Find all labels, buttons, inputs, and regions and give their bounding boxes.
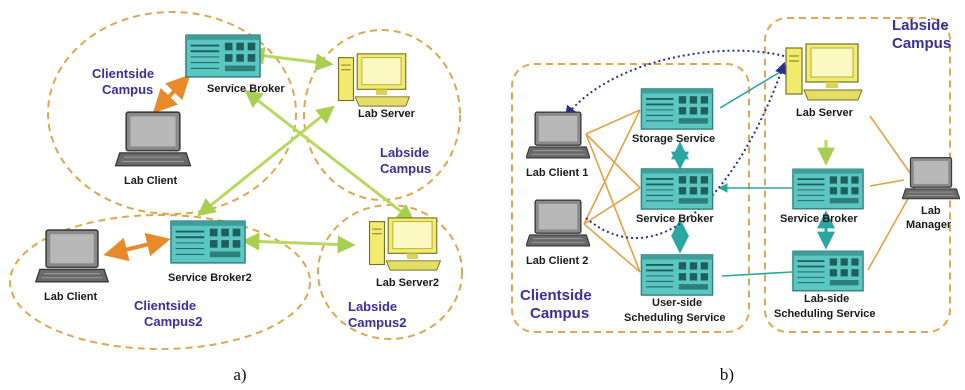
- campus-label-labside2-a-line1: Labside: [348, 299, 397, 314]
- label-lab-server-b: Lab Server: [796, 107, 854, 119]
- lab-server-pc-icon: [337, 53, 411, 107]
- lab-client-2-b-laptop-icon: [526, 199, 590, 247]
- label-lab-client-1: Lab Client 1: [526, 167, 588, 179]
- link-storage-labserver: [719, 65, 792, 109]
- label-lab-manager-line1: Lab: [921, 205, 941, 217]
- link-labserver-broker2: [197, 105, 335, 217]
- link-userscheduling-labscheduling: [721, 271, 793, 277]
- lab-manager-laptop-icon: [902, 157, 960, 200]
- lab-client-2-laptop-icon: [34, 229, 110, 283]
- campus-label-labside-b-line2: Campus: [892, 35, 951, 52]
- label-lab-client-2: Lab Client: [44, 291, 98, 303]
- user-scheduling-server-icon: [640, 254, 714, 296]
- label-lab-scheduling-line1: Lab-side: [804, 293, 849, 305]
- campus-label-labside-b-line1: Labside: [892, 17, 949, 34]
- storage-service-server-icon: [640, 88, 714, 130]
- lab-scheduling-server-icon: [792, 250, 864, 292]
- label-user-scheduling-line2: Scheduling Service: [624, 312, 725, 324]
- label-lab-server2: Lab Server2: [376, 277, 439, 289]
- campus-label-clientside-b-line1: Clientside: [520, 287, 592, 304]
- lab-broker-server-icon: [792, 168, 864, 210]
- link-client2-broker2: [103, 232, 171, 262]
- label-lab-scheduling-line2: Scheduling Service: [774, 308, 875, 320]
- link-client-broker: [152, 74, 191, 114]
- diagram-a: Service Broker Lab Client Lab Server Lab…: [9, 11, 463, 384]
- label-service-broker2: Service Broker2: [168, 272, 252, 284]
- label-lab-client: Lab Client: [124, 175, 178, 187]
- campus-clientside-b: [511, 63, 750, 333]
- diagram-b: Lab Client 1 Lab Client 2 Storage Servic…: [511, 17, 960, 384]
- service-broker-server-icon: [185, 34, 261, 78]
- label-lab-client-2-b: Lab Client 2: [526, 255, 588, 267]
- label-lab-server: Lab Server: [358, 108, 416, 120]
- label-lab-manager-line2: Manager: [906, 219, 952, 231]
- label-service-broker-b: Service Broker: [636, 213, 714, 225]
- campus-clientside2-a: [9, 214, 311, 350]
- lab-client-1-laptop-icon: [526, 111, 590, 159]
- label-lab-broker: Service Broker: [780, 213, 858, 225]
- label-storage-service: Storage Service: [632, 133, 715, 145]
- label-user-scheduling-line1: User-side: [652, 297, 702, 309]
- lab-server-b-pc-icon: [785, 43, 863, 101]
- campus-label-labside-a-line2: Campus: [380, 161, 431, 176]
- campus-label-labside-a-line1: Labside: [380, 145, 429, 160]
- caption-b: b): [720, 365, 734, 384]
- dotted-link-labserver-client1: [564, 49, 785, 118]
- campus-label-clientside-b-line2: Campus: [530, 305, 589, 322]
- campus-label-labside2-a-line2: Campus2: [348, 315, 407, 330]
- service-broker-b-server-icon: [640, 168, 714, 210]
- service-broker2-server-icon: [170, 220, 246, 264]
- campus-label-clientside-a-line1: Clientside: [92, 66, 154, 81]
- lab-server2-pc-icon: [368, 217, 442, 271]
- caption-a: a): [233, 365, 246, 384]
- link-broker2-labserver2: [241, 232, 356, 254]
- campus-label-clientside2-a-line1: Clientside: [134, 298, 196, 313]
- campus-label-clientside2-a-line2: Campus2: [144, 314, 203, 329]
- link-broker-labserver: [246, 46, 334, 72]
- lab-client-laptop-icon: [114, 111, 192, 167]
- label-service-broker: Service Broker: [207, 83, 285, 95]
- client-links-b: [583, 109, 916, 273]
- campus-label-clientside-a-line2: Campus: [102, 82, 153, 97]
